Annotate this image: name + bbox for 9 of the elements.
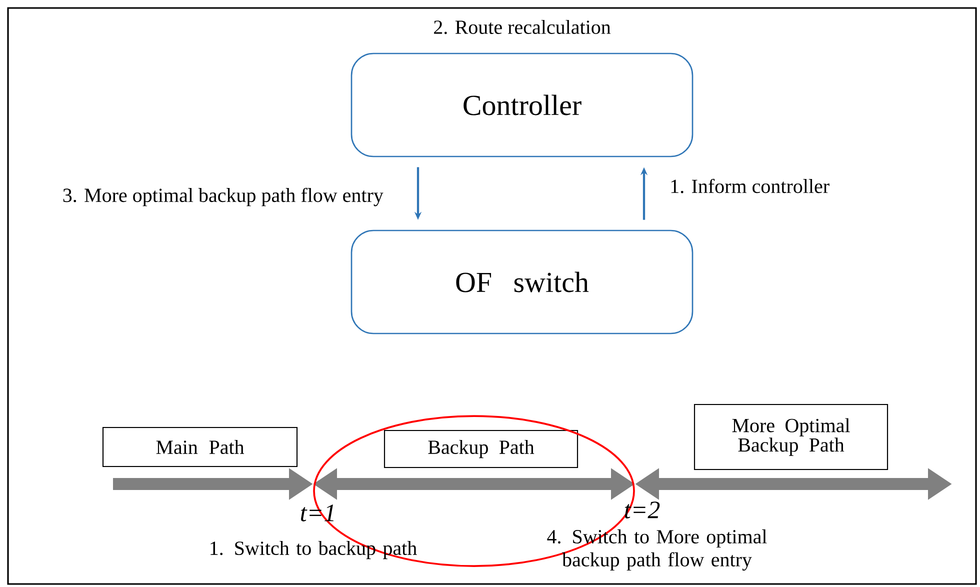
path-label-box: Main Path xyxy=(102,426,298,468)
switch-box: OF switch xyxy=(350,230,694,334)
controller-box: Controller xyxy=(350,52,694,158)
edge-label: 3. More optimal backup path flow entry xyxy=(63,188,384,206)
path-label-box: More Optimal Backup Path xyxy=(694,404,888,470)
step-label: 2. Route recalculation xyxy=(434,20,611,34)
path-label-box: Backup Path xyxy=(384,430,578,468)
step-label: 1. Switch to backup path xyxy=(210,540,417,560)
edge-label: 1. Inform controller xyxy=(671,178,830,194)
